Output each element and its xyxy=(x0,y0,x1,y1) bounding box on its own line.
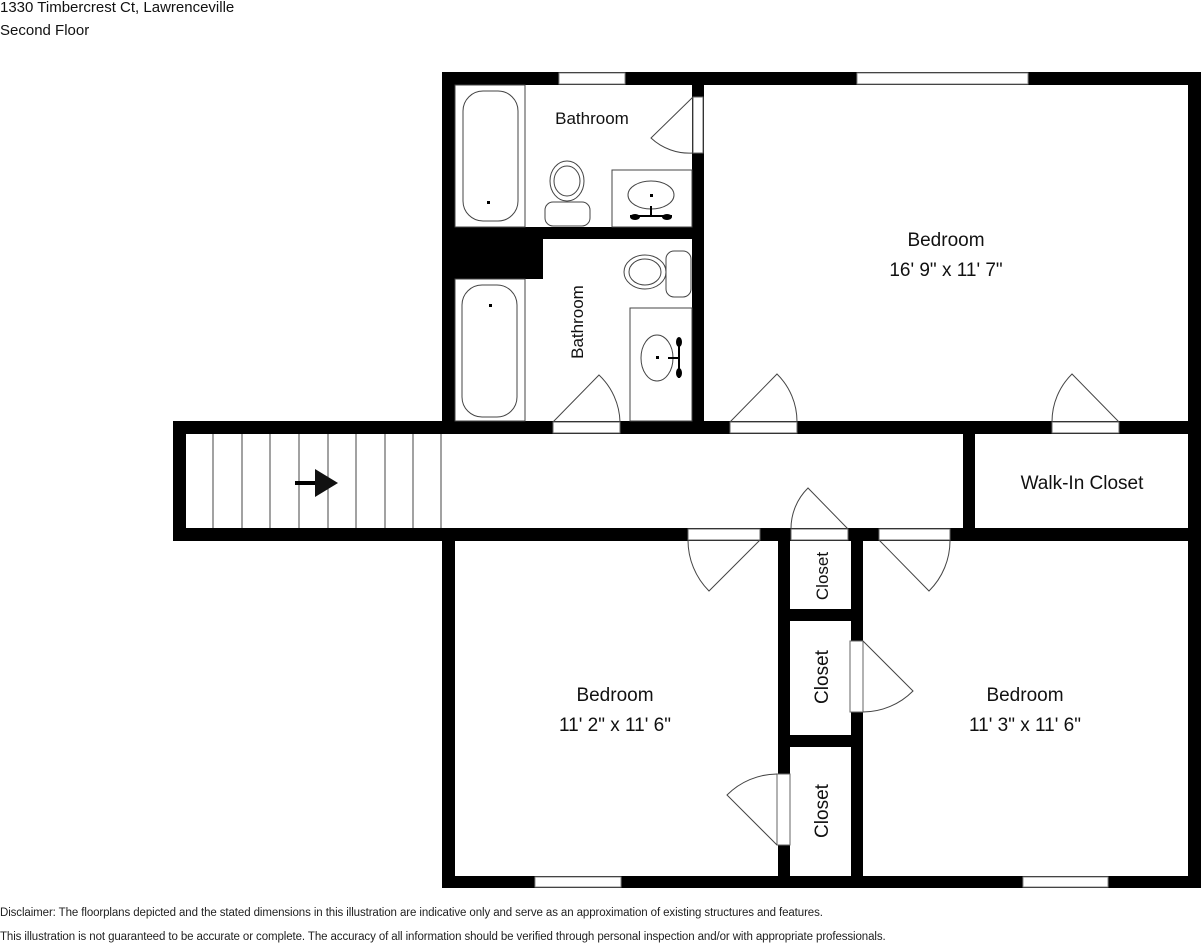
fixtures xyxy=(454,84,693,422)
room-label-bedroom-left: Bedroom xyxy=(576,685,653,706)
room-dimensions-bedroom-left: 11' 2" x 11' 6" xyxy=(559,715,671,736)
door[interactable] xyxy=(687,528,761,592)
door[interactable] xyxy=(849,640,914,713)
disclaimer-line-1: Disclaimer: The floorplans depicted and … xyxy=(0,907,823,919)
window xyxy=(558,72,626,85)
sink-icon xyxy=(627,180,675,220)
walls xyxy=(173,72,1201,888)
room-label-closet-c: Closet xyxy=(812,783,833,838)
door[interactable] xyxy=(790,487,849,541)
room-label-walk-in-closet: Walk-In Closet xyxy=(1021,473,1145,494)
room-label-bedroom-main: Bedroom xyxy=(907,230,984,251)
window xyxy=(534,876,622,888)
room-label-bathroom-top: Bathroom xyxy=(555,109,629,128)
door[interactable] xyxy=(1051,373,1120,434)
room-label-closet-a: Closet xyxy=(813,552,832,600)
room-label-bathroom-mid: Bathroom xyxy=(568,285,587,359)
toilet-icon xyxy=(544,160,591,227)
room-labels: Bathroom Bathroom Bedroom 16' 9" x 11' 7… xyxy=(555,109,1144,838)
address-title: 1330 Timbercrest Ct, Lawrenceville xyxy=(0,0,235,16)
window xyxy=(856,72,1029,85)
floor-title: Second Floor xyxy=(0,22,90,39)
window xyxy=(1022,876,1109,888)
room-label-bedroom-right: Bedroom xyxy=(986,685,1063,706)
windows xyxy=(534,72,1109,888)
door[interactable] xyxy=(650,96,704,154)
toilet-icon xyxy=(623,250,692,298)
sink-icon xyxy=(640,334,682,382)
room-dimensions-bedroom-right: 11' 3" x 11' 6" xyxy=(969,715,1081,736)
door[interactable] xyxy=(552,374,621,434)
room-dimensions-bedroom-main: 16' 9" x 11' 7" xyxy=(889,260,1002,281)
bathtub-icon xyxy=(461,284,518,418)
disclaimer-line-2: This illustration is not guaranteed to b… xyxy=(0,931,886,943)
bathtub-icon xyxy=(462,90,519,222)
arrow-right-icon xyxy=(295,469,338,497)
door[interactable] xyxy=(726,773,791,846)
door[interactable] xyxy=(878,528,951,592)
doors xyxy=(552,96,1120,846)
room-label-closet-b: Closet xyxy=(812,649,833,704)
door[interactable] xyxy=(729,373,798,434)
staircase xyxy=(212,434,442,528)
